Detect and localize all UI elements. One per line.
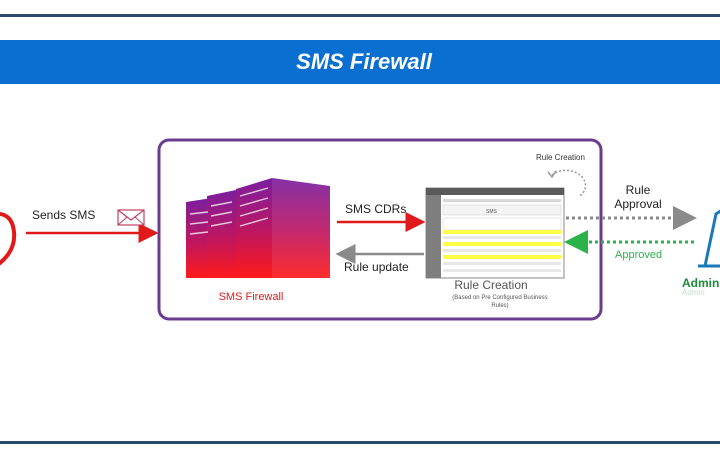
sender-phone-icon <box>0 212 17 266</box>
page-title: SMS Firewall <box>296 49 432 74</box>
rule-creation-loop-label: Rule Creation <box>536 153 585 162</box>
server-cluster-icon <box>186 178 330 278</box>
refresh-loop-icon <box>547 169 587 197</box>
admin-label: Admin <box>682 276 719 290</box>
firewall-container <box>157 138 603 321</box>
sms-firewall-label: SMS Firewall <box>219 291 284 303</box>
admin-laptop-icon <box>698 209 720 268</box>
rule-update-label: Rule update <box>344 260 409 274</box>
rule-creation-note-line2: Rules) <box>491 303 508 309</box>
admin-reflection: Admin <box>682 288 705 297</box>
sends-sms-label: Sends SMS <box>32 208 95 222</box>
rule-creation-label: Rule Creation <box>454 278 527 292</box>
rule-approval-label-line1: Rule <box>626 183 651 197</box>
approved-label: Approved <box>615 249 662 261</box>
envelope-icon <box>117 209 145 226</box>
mini-ui-tag: SMS <box>486 209 498 215</box>
title-banner: SMS Firewall <box>0 40 720 84</box>
top-border-line <box>0 14 720 17</box>
rule-ui-window-icon: SMS <box>425 187 565 279</box>
rule-approval-label-line2: Approval <box>614 197 661 211</box>
rule-creation-note-line1: (Based on Pre Configured Business <box>452 295 547 301</box>
bottom-border-line <box>0 441 720 444</box>
sms-cdrs-label: SMS CDRs <box>345 202 406 216</box>
